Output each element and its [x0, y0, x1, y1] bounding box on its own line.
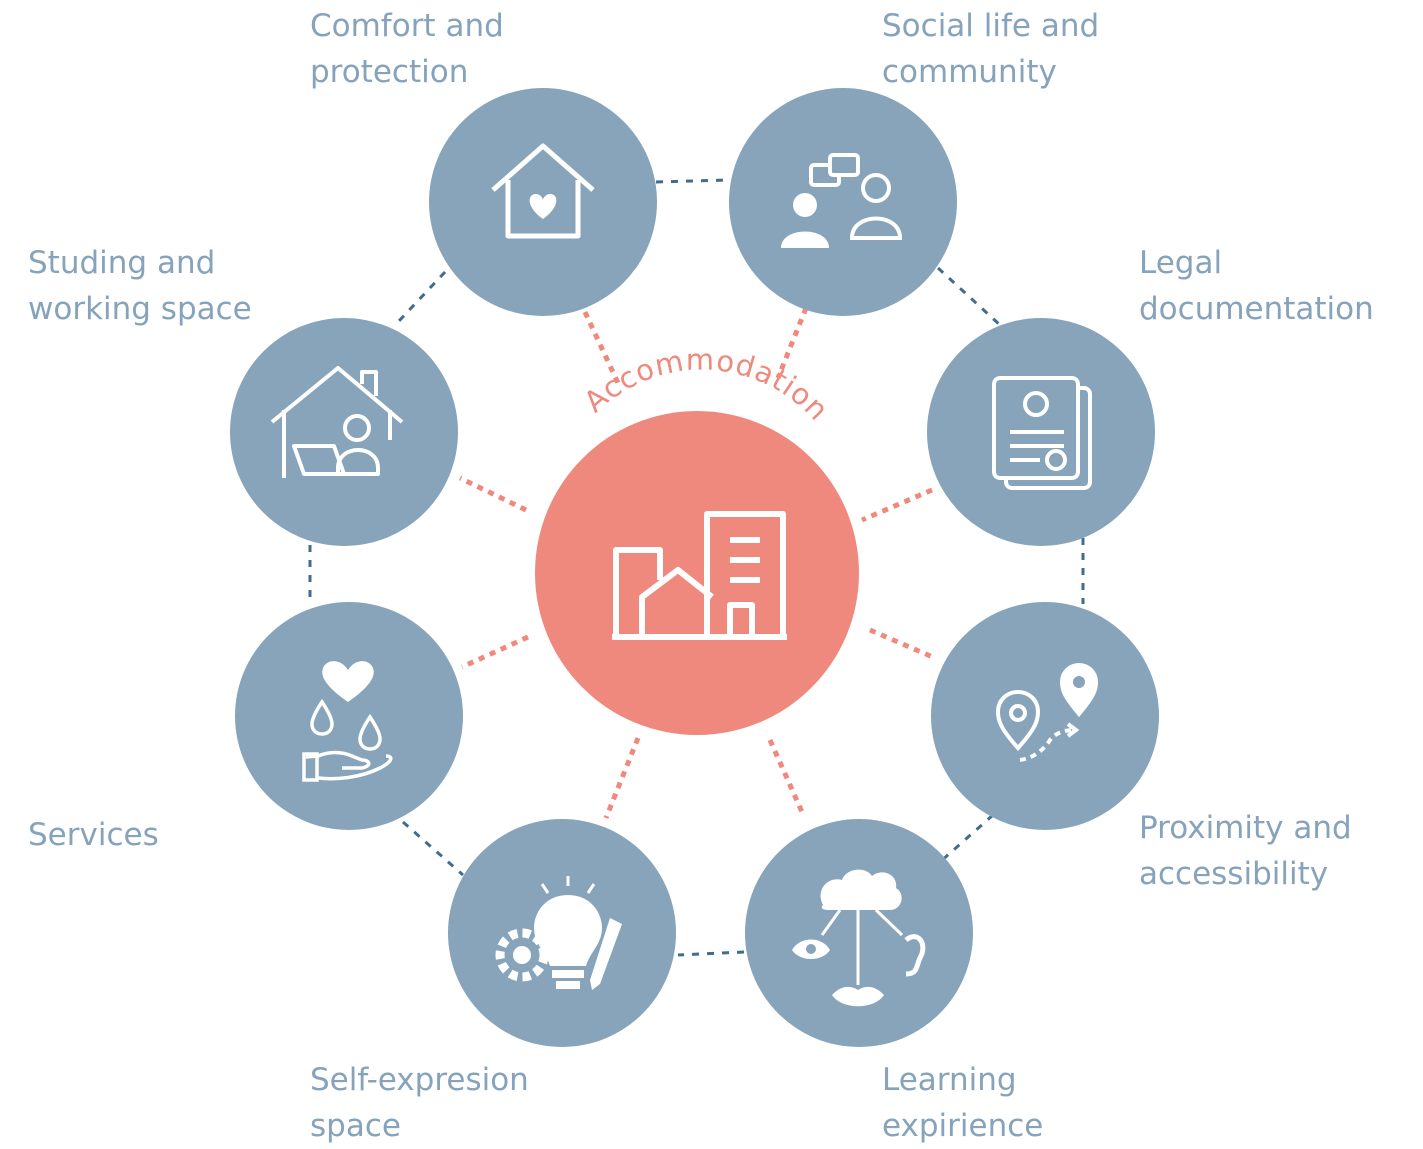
lightbulb-gear-pencil-icon — [495, 876, 622, 990]
home-office-icon — [270, 366, 404, 478]
node-services — [235, 602, 463, 830]
brain-senses-icon — [792, 869, 926, 1007]
buildings-icon — [612, 511, 787, 640]
map-pins-route-icon — [995, 662, 1099, 762]
hand-heart-drops-icon — [302, 661, 393, 782]
spoke-connectors — [458, 307, 936, 819]
label-services: Services — [28, 817, 159, 853]
conversation-icon — [781, 153, 903, 248]
node-social — [729, 88, 957, 316]
house-heart-icon — [491, 143, 595, 239]
center-node — [535, 411, 859, 735]
ring-connectors — [308, 178, 1085, 957]
certificate-document-icon — [992, 376, 1092, 490]
node-proximity — [931, 602, 1159, 830]
